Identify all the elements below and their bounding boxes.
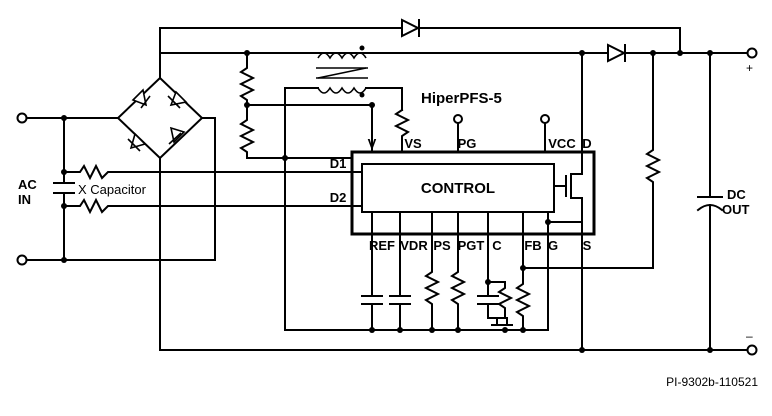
ac-input-network: AC IN X Capacitor	[16, 112, 351, 266]
pin-vdr-label: VDR	[400, 238, 428, 253]
dc-out-label-line1: DC	[727, 187, 746, 202]
pin-d2-label: D2	[330, 190, 347, 205]
pin-vcc-label: VCC	[548, 136, 576, 151]
ic-title: HiperPFS-5	[421, 90, 502, 107]
dc-out-plus-terminal[interactable]	[746, 47, 758, 59]
v-sense-divider	[238, 50, 373, 161]
output-capacitor	[696, 52, 724, 353]
hiperpfs-ic: CONTROL	[350, 52, 596, 353]
pin-d1-label: D1	[330, 156, 347, 171]
pin-pg-label: PG	[458, 136, 477, 151]
ac-terminal-top[interactable]	[16, 112, 28, 124]
figure-id: PI-9302b-110521	[666, 375, 758, 389]
bypass-diode-rail	[159, 18, 681, 54]
pin-d-label: D	[582, 136, 591, 151]
dc-out-minus-label: –	[746, 329, 753, 343]
control-block-label: CONTROL	[421, 180, 495, 197]
dc-out-label-line2: OUT	[722, 202, 750, 217]
pin-ps-label: PS	[433, 238, 451, 253]
bridge-rectifier	[116, 76, 204, 160]
pin-fb-label: FB	[524, 238, 541, 253]
pg-test-point[interactable]	[453, 114, 463, 124]
bottom-pin-network	[284, 211, 549, 333]
dc-out-plus-label: +	[746, 61, 753, 75]
boost-diode	[579, 43, 751, 63]
dc-out-minus-terminal[interactable]	[746, 344, 758, 356]
x-capacitor-label: X Capacitor	[78, 182, 147, 197]
vcc-test-point[interactable]	[540, 114, 550, 124]
ac-label-line2: IN	[18, 192, 31, 207]
boost-inductor	[284, 45, 583, 331]
pin-s-label: S	[583, 238, 592, 253]
pin-vs-label: VS	[404, 136, 422, 151]
ac-label-line1: AC	[18, 177, 37, 192]
pin-pgt-label: PGT	[458, 238, 485, 253]
ac-terminal-bottom[interactable]	[16, 254, 28, 266]
pin-g-label: G	[548, 238, 558, 253]
pin-c-label: C	[492, 238, 502, 253]
pin-ref-label: REF	[369, 238, 395, 253]
pin-v-label: V	[368, 136, 377, 151]
